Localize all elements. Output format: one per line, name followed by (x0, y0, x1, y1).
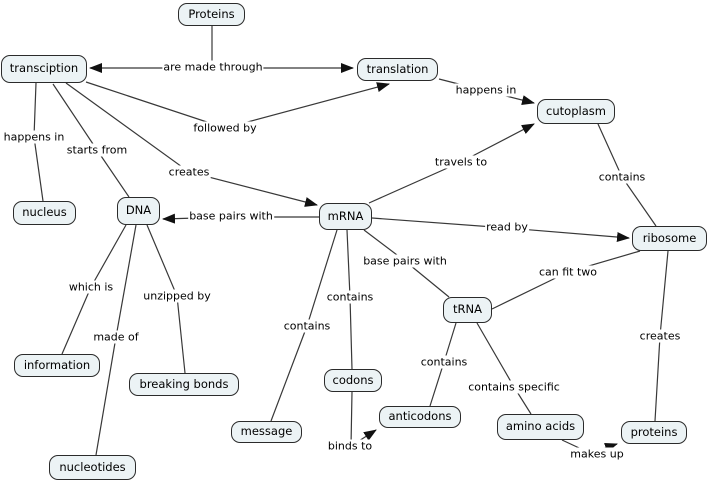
edge-label-starts-from[interactable]: starts from (65, 143, 129, 157)
node-transciption[interactable]: transciption (1, 55, 87, 83)
edge-label-happens-in-nucleus[interactable]: happens in (2, 130, 66, 144)
node-nucleus[interactable]: nucleus (13, 201, 76, 225)
edge-label-contains-ribosome[interactable]: contains (597, 170, 647, 184)
edge-label-binds-to[interactable]: binds to (326, 439, 374, 453)
edge-label-makes-up[interactable]: makes up (569, 447, 625, 461)
edge-label-contains-anticodons[interactable]: contains (419, 355, 469, 369)
node-information[interactable]: information (14, 354, 100, 377)
connector-contains-specific (476, 322, 532, 415)
node-codons[interactable]: codons (324, 369, 382, 392)
node-translation[interactable]: translation (357, 58, 438, 81)
connector-can-fit-two (491, 250, 641, 310)
node-mrna[interactable]: mRNA (319, 203, 372, 230)
node-trna[interactable]: tRNA (443, 297, 492, 323)
edge-label-travels-to[interactable]: travels to (433, 155, 489, 169)
edge-label-which-is[interactable]: which is (67, 280, 115, 294)
node-ribosome[interactable]: ribosome (632, 226, 707, 251)
node-anticodons[interactable]: anticodons (379, 406, 461, 428)
edge-label-creates-proteins[interactable]: creates (638, 329, 682, 343)
edge-label-base-pairs-dna[interactable]: base pairs with (188, 209, 274, 223)
node-cutoplasm[interactable]: cutoplasm (537, 99, 615, 124)
connector-binds-to (350, 391, 377, 448)
edge-label-contains-specific[interactable]: contains specific (467, 380, 561, 394)
node-dna[interactable]: DNA (117, 197, 160, 225)
node-nucleotides[interactable]: nucleotides (49, 455, 136, 480)
edge-label-creates-mrna[interactable]: creates (167, 165, 211, 179)
node-proteins-bottom[interactable]: proteins (621, 421, 687, 444)
node-proteins-top[interactable]: Proteins (178, 3, 245, 26)
edge-label-happens-in-cuto[interactable]: happens in (454, 83, 518, 97)
edge-label-can-fit-two[interactable]: can fit two (537, 265, 599, 279)
edge-label-followed-by[interactable]: followed by (192, 121, 258, 135)
node-message[interactable]: message (231, 421, 302, 443)
node-amino-acids[interactable]: amino acids (497, 414, 584, 440)
node-breaking-bonds[interactable]: breaking bonds (129, 373, 239, 396)
edge-label-made-of[interactable]: made of (92, 330, 140, 344)
edge-label-contains-codons[interactable]: contains (325, 290, 375, 304)
edge-label-are-made-through[interactable]: are made through (162, 60, 264, 74)
edge-label-read-by[interactable]: read by (485, 220, 529, 234)
edge-label-base-pairs-trna[interactable]: base pairs with (362, 254, 448, 268)
edge-label-unzipped-by[interactable]: unzipped by (142, 289, 212, 303)
edge-label-contains-message[interactable]: contains (282, 319, 332, 333)
